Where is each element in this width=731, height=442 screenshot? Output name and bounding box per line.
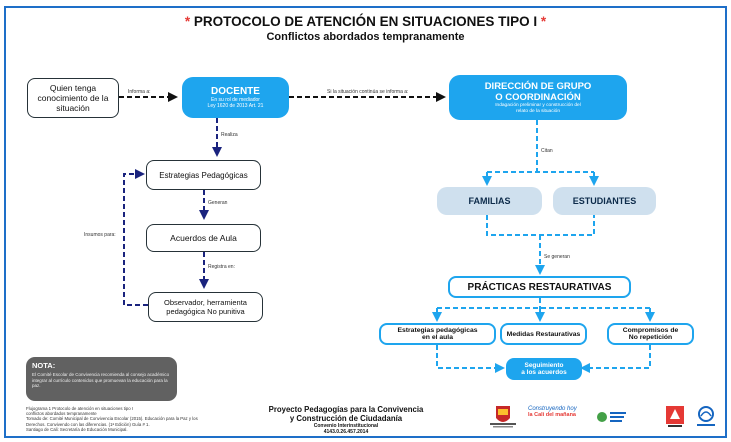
logo-blue (692, 404, 720, 430)
strategies-box: Estrategias Pedagógicas (146, 160, 261, 190)
outcome-commitments-line2: No repetición (628, 334, 673, 341)
title-star-right: * (540, 14, 547, 29)
practices-label: PRÁCTICAS RESTAURATIVAS (467, 281, 612, 293)
outcome-measures-box: Medidas Restaurativas (500, 323, 587, 345)
followup-line1: Seguimiento (524, 361, 564, 369)
insumos-label: Insumos para: (84, 232, 116, 238)
observer-line1: Observador, herramienta (164, 298, 247, 307)
students-label: ESTUDIANTES (572, 196, 637, 206)
logo-red (664, 404, 686, 430)
reporter-label: Quien tenga conocimiento de la situación (37, 83, 109, 113)
practices-box: PRÁCTICAS RESTAURATIVAS (448, 276, 631, 298)
students-box: ESTUDIANTES (553, 187, 656, 215)
docente-box: DOCENTE En su rol de mediador Ley 1620 d… (182, 77, 289, 118)
project-line3: Convenio Interinstitucional (313, 423, 379, 429)
observer-line2: pedagógica No punitiva (166, 307, 245, 316)
logo-construyendo-line1: Construyendo hoy (528, 406, 577, 412)
logo-comite (596, 406, 628, 428)
page-subtitle: Conflictos abordados tempranamente (266, 31, 465, 43)
direccion-box: DIRECCIÓN DE GRUPO O COORDINACIÓN Indaga… (449, 75, 627, 120)
direccion-line2: O COORDINACIÓN (495, 92, 581, 103)
caption-line1: Flujograma 1 Protocolo de atención en si… (26, 406, 134, 411)
continue-label: Si la situación continúa se informa a: (327, 89, 409, 95)
followup-box: Seguimiento a los acuerdos (506, 358, 582, 380)
logo-alcaldia (484, 404, 522, 430)
caption-line2: conflictos abordados tempranamente (26, 411, 97, 417)
outcome-commitments-line1: Compromisos de (622, 326, 679, 334)
outcome-strategies-line2: en el aula (422, 334, 453, 341)
caption-line4: Derechos. Convivendo con las diferencias… (26, 421, 150, 427)
direccion-sub1: Indagación preliminar y construcción del (495, 103, 581, 108)
citan-label: Citan (541, 148, 553, 154)
agreements-box: Acuerdos de Aula (146, 224, 261, 252)
footer-caption: Flujograma 1 Protocolo de atención en si… (26, 406, 222, 432)
generan-label: Generan (208, 200, 228, 206)
project-line1: Proyecto Pedagogías para la Convivencia (268, 405, 424, 414)
page-frame (4, 6, 727, 438)
project-line2: y Construcción de Ciudadanía (289, 414, 403, 423)
se-generan-label: Se generan (544, 254, 570, 260)
note-text: El Comité Escolar de Convivencia recomie… (32, 372, 170, 388)
agreements-label: Acuerdos de Aula (170, 233, 237, 243)
outcome-commitments-box: Compromisos de No repetición (607, 323, 694, 345)
note-title: NOTA: (32, 361, 56, 370)
outcome-measures-label: Medidas Restaurativas (506, 330, 581, 338)
observer-box: Observador, herramienta pedagógica No pu… (148, 292, 263, 322)
project-line4: 4143.0.26.457.2014 (323, 429, 369, 435)
logo-construyendo-line2: la Cali del mañana (528, 412, 576, 418)
outcome-strategies-box: Estrategias pedagógicas en el aula (379, 323, 496, 345)
title-star-left: * (184, 14, 191, 29)
docente-title: DOCENTE (211, 86, 260, 97)
registra-label: Registra en: (208, 264, 235, 270)
project-block: Proyecto Pedagogías para la Convivencia … (246, 405, 446, 435)
informs-label: Informa a: (128, 89, 151, 95)
docente-line1: En su rol de mediador (211, 97, 260, 103)
families-box: FAMILIAS (437, 187, 542, 215)
note-box: NOTA: El Comité Escolar de Convivencia r… (26, 357, 177, 401)
direccion-line1: DIRECCIÓN DE GRUPO (484, 81, 592, 92)
title-text: PROTOCOLO DE ATENCIÓN EN SITUACIONES TIP… (193, 14, 538, 29)
reporter-box: Quien tenga conocimiento de la situación (27, 78, 119, 118)
logo-construyendo: Construyendo hoy la Cali del mañana (528, 406, 584, 428)
families-label: FAMILIAS (468, 196, 511, 206)
page-title: * PROTOCOLO DE ATENCIÓN EN SITUACIONES T… (0, 14, 731, 29)
caption-line5: Santiago de Cali: Secretaría de Educació… (26, 426, 128, 432)
strategies-label: Estrategias Pedagógicas (159, 170, 248, 180)
realiza-label: Realiza (221, 132, 238, 138)
direccion-sub2: relato de la situación (516, 108, 560, 114)
followup-line2: a los acuerdos (521, 369, 567, 376)
outcome-strategies-line1: Estrategias pedagógicas (397, 326, 478, 334)
caption-line3: Tomado de: Comité Municipal de Convivenc… (26, 416, 198, 422)
docente-line2: Ley 1620 de 2013 Art. 21 (207, 103, 264, 109)
